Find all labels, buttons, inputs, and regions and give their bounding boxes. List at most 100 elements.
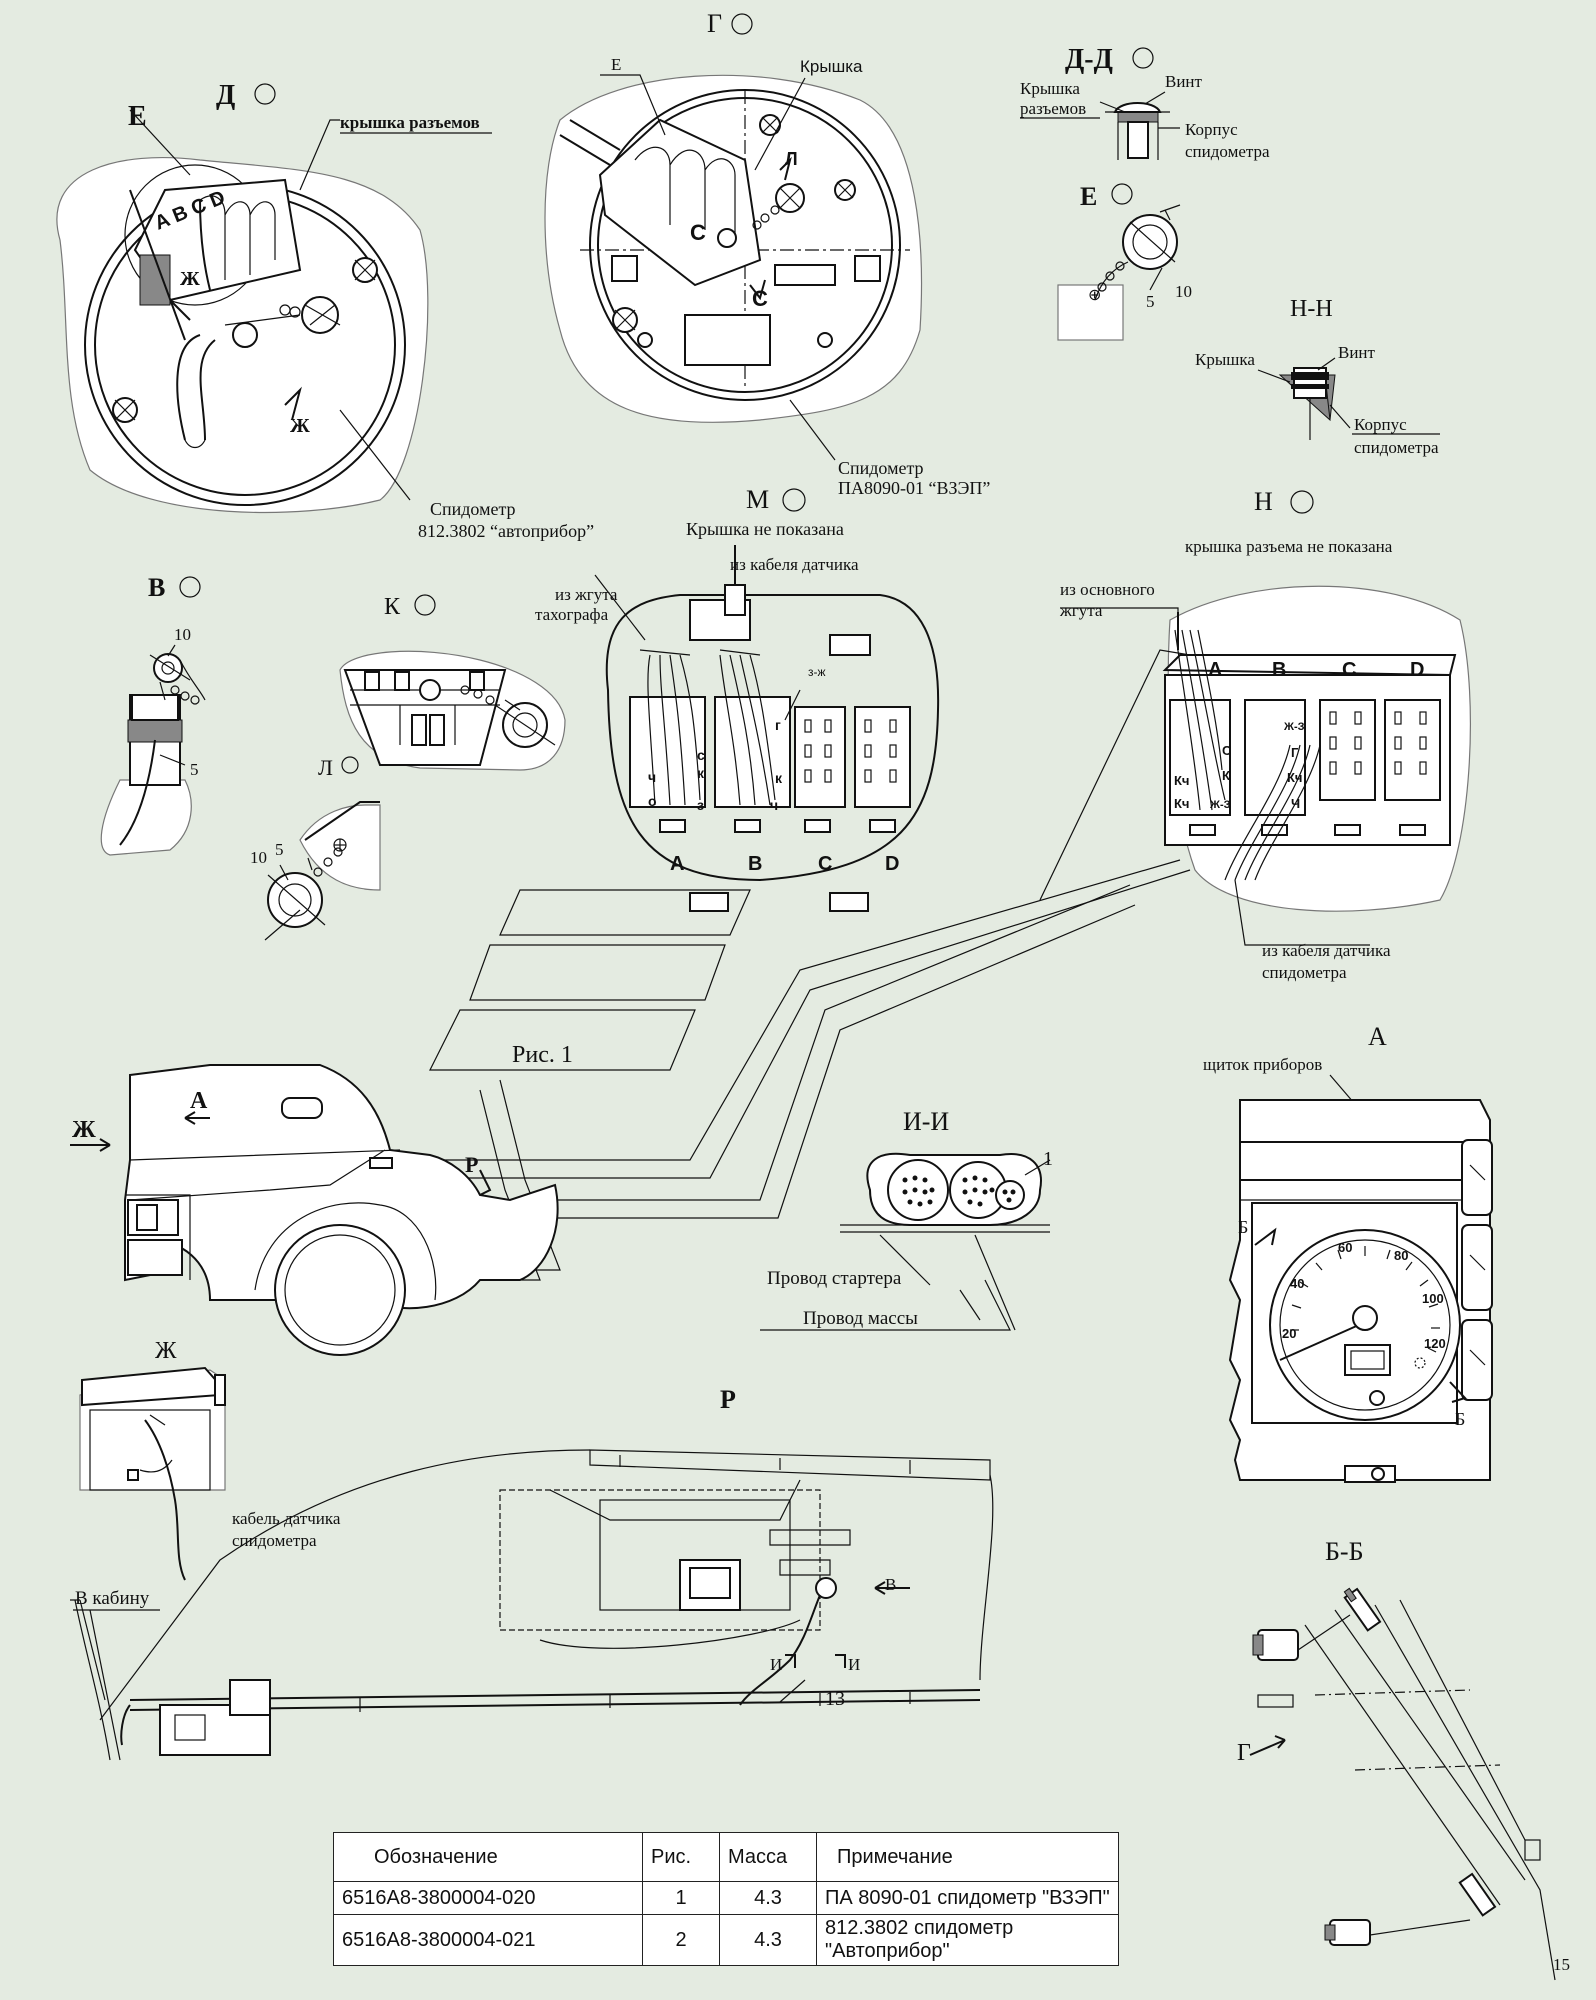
view-m-wire-ch2: ч: [770, 797, 778, 813]
gauge-tick-60: 60: [1338, 1240, 1352, 1255]
view-r-i-left: И: [770, 1655, 782, 1674]
section-ii-num1: 1: [1043, 1148, 1053, 1170]
view-l-title: Л: [318, 755, 333, 780]
table-row: 6516А8-3800004-020 1 4.3 ПА 8090-01 спид…: [333, 1881, 1119, 1915]
view-m-wire-k: к: [697, 765, 705, 781]
row2-figure: 2: [642, 1914, 720, 1966]
view-h-wire-kch: Кч: [1174, 773, 1189, 788]
gauge-tick-80: 80: [1394, 1248, 1408, 1263]
view-a-title: А: [1368, 1022, 1387, 1051]
section-hh-screw: Винт: [1338, 343, 1376, 362]
speedo1-model: 812.3802 “автоприбор”: [418, 521, 594, 541]
svg-text:⊕: ⊕: [1088, 287, 1101, 304]
spec-table: Обозначение Рис. Масса Примечание 6516А8…: [333, 1832, 1119, 1966]
view-d-e-callout: Е: [128, 101, 147, 132]
view-h-main-2: жгута: [1059, 601, 1103, 620]
view-d-zh-label-lower: Ж: [290, 415, 310, 437]
view-m-wire-g: г: [775, 717, 781, 733]
view-h-wire-kch3: Кч: [1287, 770, 1302, 785]
view-zh-cable-1: кабель датчика: [232, 1509, 341, 1528]
section-ii: И-И 1 Провод стартера Провод массы: [767, 1107, 1053, 1331]
col-figure: Рис.: [642, 1832, 720, 1882]
view-h-wire-ch: Ч: [1291, 796, 1300, 811]
view-d-zh-label: Ж: [180, 268, 200, 290]
view-e-num10: 10: [1175, 282, 1192, 301]
view-v-title: В: [148, 573, 165, 602]
section-bb-g: Г: [1237, 1740, 1251, 1766]
row1-note: ПА 8090-01 спидометр "ВЗЭП": [816, 1881, 1119, 1915]
view-m-letter-d: D: [885, 853, 899, 875]
section-dd-cover-1: Крышка: [1020, 79, 1080, 98]
section-dd-title: Д-Д: [1065, 44, 1113, 75]
view-h-title: Н: [1254, 487, 1273, 516]
section-bb-title: Б-Б: [1325, 1537, 1364, 1566]
view-m-note: Крышка не показана: [686, 519, 844, 539]
view-l-num10: 10: [250, 848, 267, 867]
view-v-num10: 10: [174, 625, 191, 644]
view-h-letter-d: D: [1410, 659, 1424, 681]
truck-side-view: А Ж Р: [70, 1064, 559, 1356]
view-h-wire-g: Г: [1291, 745, 1299, 760]
section-hh-cover: Крышка: [1195, 350, 1255, 369]
section-hh: Н-Н Крышка Винт Корпус спидометра: [1195, 296, 1440, 457]
view-m-zzh: з-ж: [808, 665, 826, 679]
view-zh-title: Ж: [155, 1338, 177, 1364]
view-r: Р В кабину В И И 13: [70, 1385, 994, 1761]
view-h-letter-a: A: [1208, 659, 1222, 681]
section-hh-title: Н-Н: [1290, 296, 1333, 322]
section-ii-title: И-И: [903, 1107, 949, 1136]
view-m-harness-2: тахографа: [535, 605, 609, 624]
starter-wire-label: Провод стартера: [767, 1268, 902, 1289]
ground-wire-label: Провод массы: [803, 1308, 918, 1329]
truck-r-label: Р: [465, 1152, 478, 1177]
view-zh-cable-2: спидометра: [232, 1531, 317, 1550]
view-g-cover-label: Крышка: [800, 57, 863, 76]
view-m-letter-a: A: [670, 853, 684, 875]
section-mark-b-top: Б: [1238, 1217, 1248, 1237]
to-cab-label: В кабину: [75, 1588, 150, 1609]
gauge-tick-120: 120: [1424, 1336, 1446, 1351]
row2-note: 812.3802 спидометр "Автоприбор": [816, 1914, 1119, 1966]
spec-table-header: Обозначение Рис. Масса Примечание: [333, 1832, 1119, 1882]
section-mark-b-bottom: Б: [1455, 1409, 1465, 1429]
section-dd-body-1: Корпус: [1185, 120, 1238, 139]
row1-designation: 6516А8-3800004-020: [333, 1881, 643, 1915]
view-h-letter-c: C: [1342, 659, 1356, 681]
view-e-title: Е: [1080, 182, 1097, 211]
view-d: Д Е крышка разъемов A B C D Ж Ж Спидомет…: [56, 80, 594, 541]
view-k-title: К: [384, 594, 401, 620]
section-dd-cover-2: разъемов: [1020, 99, 1086, 118]
col-designation: Обозначение: [333, 1832, 643, 1882]
view-h-main-1: из основного: [1060, 580, 1155, 599]
section-dd-screw: Винт: [1165, 72, 1203, 91]
view-zh: Ж кабель датчика спидометра: [79, 1338, 341, 1581]
row1-figure: 1: [642, 1881, 720, 1915]
view-m-letter-b: B: [748, 853, 762, 875]
speedo2-label: Спидометр: [838, 458, 924, 478]
view-r-num13: 13: [825, 1688, 845, 1710]
view-m-wire-k2: к: [775, 770, 783, 786]
view-a: А щиток приборов 20 40 60: [1203, 1022, 1493, 1483]
gauge-tick-40: 40: [1290, 1276, 1304, 1291]
view-m-wire-o: о: [648, 793, 657, 809]
view-h-letter-b: B: [1272, 659, 1286, 681]
fig1-label: Рис. 1: [512, 1042, 573, 1068]
view-l: Л 5 10: [250, 755, 381, 941]
view-m-wire-ch: ч: [648, 769, 656, 785]
truck-zh-label: Ж: [72, 1117, 96, 1143]
view-r-v-label: В: [885, 1575, 896, 1594]
view-h-wire-k: К: [1222, 768, 1230, 783]
view-k: К: [339, 594, 566, 771]
view-r-i-right: И: [848, 1655, 860, 1674]
view-m-title: М: [746, 485, 769, 514]
gauge-tick-20: 20: [1282, 1326, 1296, 1341]
view-h-wire-kch2: Кч: [1174, 796, 1189, 811]
view-g: Г Е Крышка Л С С Спидометр ПА8090-01 “ВЗ…: [544, 9, 990, 498]
col-note: Примечание: [816, 1832, 1119, 1882]
view-e: Е ⊕ 5 10: [1057, 182, 1192, 341]
row2-designation: 6516А8-3800004-021: [333, 1914, 643, 1966]
panel-label: щиток приборов: [1203, 1055, 1322, 1074]
row1-mass: 4.3: [719, 1881, 817, 1915]
row2-mass: 4.3: [719, 1914, 817, 1966]
